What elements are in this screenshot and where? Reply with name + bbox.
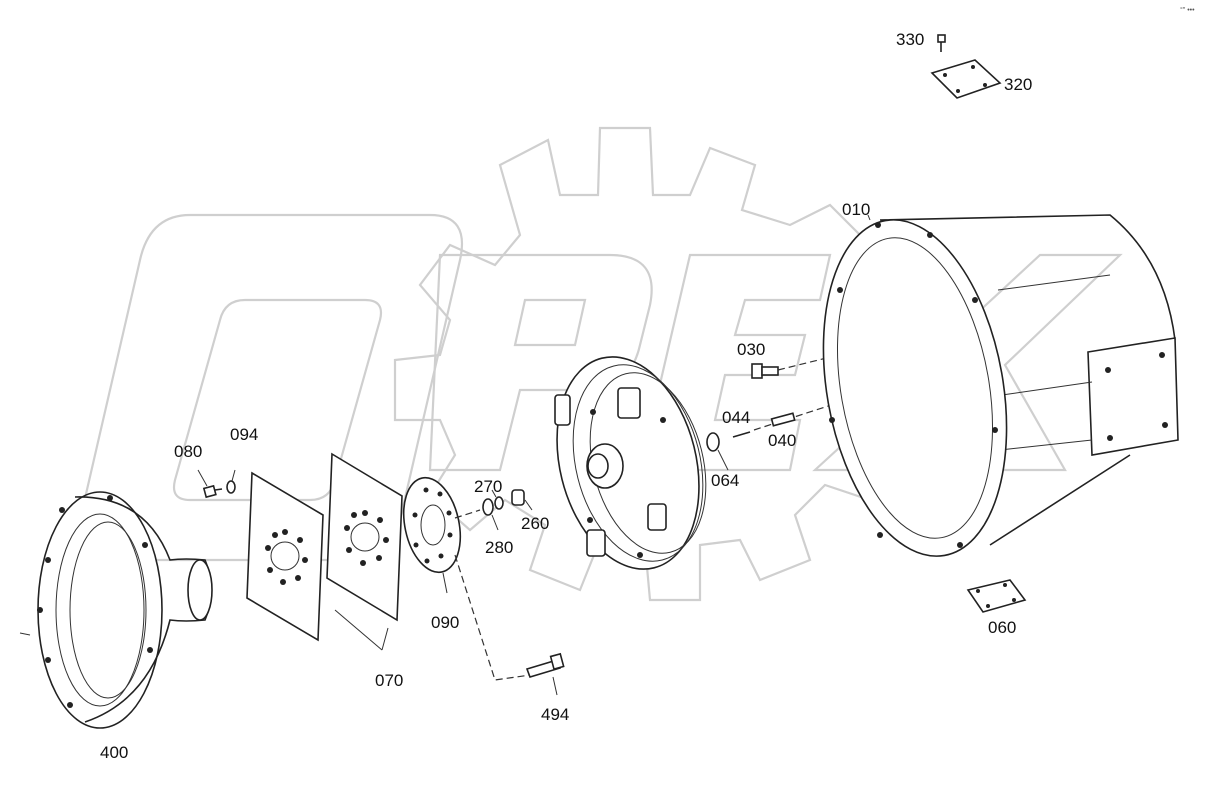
gear-watermark <box>393 126 912 602</box>
gasket-plates-070 <box>246 452 403 651</box>
callout-080: 080 <box>174 442 202 461</box>
callout-labels: 330 320 010 030 044 040 064 080 094 270 … <box>100 30 1032 762</box>
screw-080 <box>197 469 223 499</box>
small-parts-270-280-260 <box>454 489 533 531</box>
callout-064: 064 <box>711 471 739 490</box>
housing-010 <box>822 214 1179 557</box>
corner-mark: °″ ••• <box>1180 6 1195 14</box>
callout-320: 320 <box>1004 75 1032 94</box>
disc-090 <box>402 476 462 594</box>
callout-270: 270 <box>474 477 502 496</box>
cover-plate-060 <box>966 579 1027 613</box>
callout-030: 030 <box>737 340 765 359</box>
callout-330: 330 <box>896 30 924 49</box>
stud-040 <box>770 412 796 427</box>
ring-064 <box>706 432 729 471</box>
callout-060: 060 <box>988 618 1016 637</box>
callout-260: 260 <box>521 514 549 533</box>
callout-280: 280 <box>485 538 513 557</box>
callout-040: 040 <box>768 431 796 450</box>
callout-070: 070 <box>375 671 403 690</box>
callout-400: 400 <box>100 743 128 762</box>
converter-assembly <box>554 356 707 570</box>
callout-090: 090 <box>431 613 459 632</box>
callout-010: 010 <box>842 200 870 219</box>
bolt-494 <box>454 554 565 696</box>
bell-housing-400 <box>19 491 213 729</box>
callout-044: 044 <box>722 408 750 427</box>
washer-094 <box>226 469 236 494</box>
callout-494: 494 <box>541 705 569 724</box>
screw-330 <box>937 34 946 52</box>
cover-plate-320 <box>930 59 1002 99</box>
pin-044 <box>732 369 941 438</box>
callout-094: 094 <box>230 425 258 444</box>
